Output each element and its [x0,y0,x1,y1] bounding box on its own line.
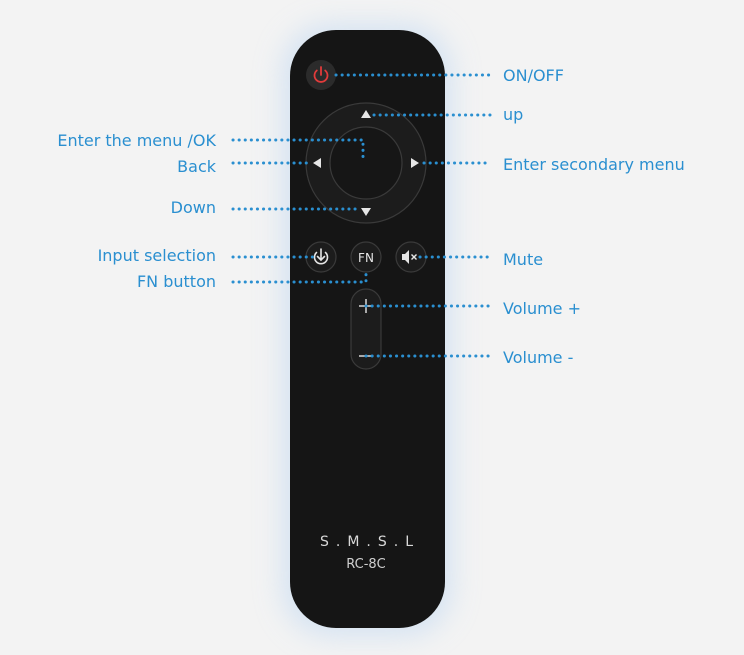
leader-enter-menu [231,138,365,160]
speaker-mute-icon [402,250,417,264]
label-back: Back [177,157,217,176]
brand-logo: S.M.S.L [320,534,420,550]
label-up: up [503,105,523,124]
label-enter-secondary-menu: Enter secondary menu [503,155,685,174]
power-button[interactable] [306,60,336,90]
ok-button[interactable] [329,126,403,200]
power-icon [313,66,329,83]
fn-button-text: FN [358,251,374,265]
model-name: RC-8C [346,557,386,572]
triangle-left-icon[interactable] [313,158,321,168]
triangle-right-icon[interactable] [411,158,419,168]
input-arrow-icon [313,248,329,265]
label-down: Down [171,198,216,217]
input-button[interactable] [305,241,337,273]
label-input-selection: Input selection [98,246,216,265]
leader-fn [231,270,368,284]
label-on-off: ON/OFF [503,66,564,85]
triangle-down-icon[interactable] [361,208,371,216]
label-enter-menu-ok: Enter the menu /OK [57,131,216,150]
dpad [305,102,427,224]
leader-lines [231,73,492,358]
label-mute: Mute [503,250,543,269]
label-fn-button: FN button [137,272,216,291]
fn-button[interactable]: FN [350,241,382,273]
label-volume-plus: Volume + [503,299,581,318]
mute-button[interactable] [395,241,427,273]
label-volume-minus: Volume - [503,348,573,367]
triangle-up-icon[interactable] [361,110,371,118]
